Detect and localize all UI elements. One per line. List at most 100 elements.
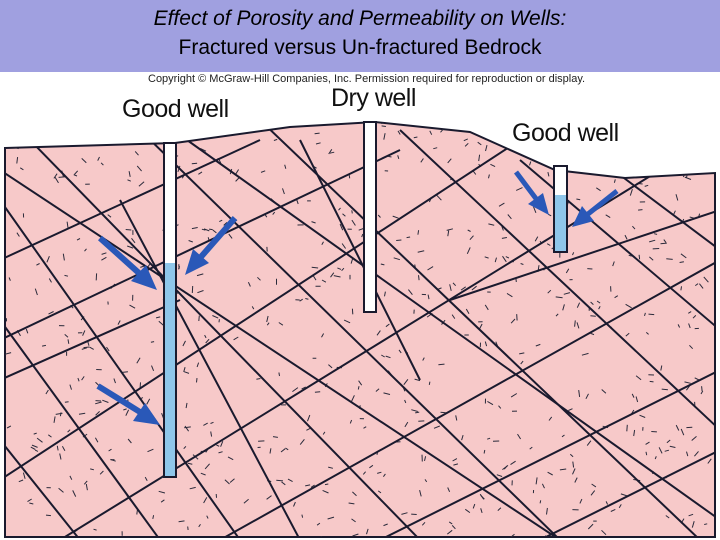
rock-speckle (645, 332, 649, 335)
rock-speckle (419, 489, 422, 497)
rock-speckle (660, 242, 667, 245)
rock-speckle (101, 256, 107, 261)
rock-speckle (422, 357, 425, 361)
rock-speckle (178, 520, 185, 523)
rock-speckle (56, 445, 59, 451)
rock-speckle (243, 498, 249, 504)
rock-speckle (223, 222, 228, 226)
rock-speckle (235, 177, 240, 182)
rock-speckle (83, 480, 88, 485)
rock-speckle (381, 354, 385, 358)
slide-title: Effect of Porosity and Permeability on W… (153, 7, 567, 30)
rock-speckle (393, 257, 401, 261)
rock-speckle (433, 425, 440, 429)
rock-speckle (47, 124, 51, 128)
rock-speckle (73, 174, 78, 177)
rock-speckle (220, 441, 224, 447)
rock-speckle (614, 295, 619, 299)
rock-speckle (341, 267, 345, 272)
rock-speckle (529, 161, 532, 166)
rock-speckle (666, 439, 671, 444)
rock-speckle (339, 223, 344, 231)
copyright-notice: Copyright © McGraw-Hill Companies, Inc. … (148, 73, 586, 85)
rock-speckle (605, 214, 611, 219)
rock-speckle (645, 451, 648, 456)
rock-speckle (469, 235, 474, 241)
rock-speckle (53, 173, 58, 179)
rock-speckle (507, 214, 512, 220)
rock-speckle (642, 154, 645, 161)
rock-speckle (117, 320, 121, 325)
rock-speckle (385, 355, 391, 359)
rock-speckle (398, 349, 402, 354)
rock-speckle (19, 167, 24, 171)
rock-speckle (429, 130, 433, 135)
rock-speckle (204, 334, 207, 339)
rock-speckle (158, 320, 164, 326)
rock-speckle (328, 149, 333, 155)
rock-speckle (46, 256, 50, 263)
rock-speckle (506, 292, 513, 298)
rock-speckle (692, 315, 697, 319)
rock-speckle (324, 483, 329, 486)
rock-speckle (591, 483, 597, 488)
rock-speckle (383, 133, 386, 140)
rock-speckle (680, 150, 687, 154)
rock-speckle (25, 328, 29, 334)
rock-speckle (421, 521, 426, 526)
fracture-line (139, 129, 561, 537)
rock-speckle (534, 236, 539, 242)
rock-speckle (501, 237, 507, 239)
rock-speckle (293, 501, 296, 507)
rock-speckle (576, 302, 581, 308)
rock-speckle (147, 448, 154, 453)
rock-speckle (466, 247, 471, 255)
rock-speckle (572, 468, 576, 475)
rock-speckle (299, 298, 303, 302)
rock-speckle (380, 263, 385, 266)
rock-speckle (562, 304, 565, 311)
rock-speckle (183, 367, 186, 373)
rock-speckle (315, 142, 321, 145)
rock-speckle (6, 425, 12, 429)
rock-speckle (665, 515, 670, 519)
rock-speckle (688, 311, 692, 314)
rock-speckle (210, 431, 213, 437)
rock-speckle (61, 446, 66, 451)
rock-speckle (108, 448, 112, 452)
rock-speckle (140, 265, 145, 268)
fracture-line (5, 169, 561, 537)
rock-speckle (478, 154, 481, 162)
rock-speckle (601, 529, 607, 536)
rock-speckle (113, 378, 116, 384)
well-good-right (553, 165, 568, 253)
rock-speckle (649, 256, 654, 261)
rock-speckle (333, 275, 341, 278)
rock-speckle (363, 426, 367, 429)
rock-speckle (106, 346, 110, 352)
rock-speckle (322, 431, 326, 435)
rock-speckle (626, 424, 628, 432)
rock-speckle (305, 298, 309, 300)
rock-speckle (597, 167, 602, 170)
rock-speckle (128, 129, 135, 131)
rock-speckle (377, 471, 382, 474)
rock-speckle (301, 514, 304, 518)
rock-speckle (452, 282, 457, 287)
rock-speckle (187, 462, 193, 465)
rock-speckle (480, 508, 483, 514)
rock-speckle (684, 381, 691, 384)
rock-speckle (629, 189, 633, 196)
rock-speckle (227, 456, 234, 461)
rock-speckle (191, 227, 198, 230)
rock-speckle (688, 323, 691, 329)
fracture-line (29, 139, 421, 537)
rock-speckle (123, 408, 127, 411)
rock-speckle (150, 341, 155, 343)
slide-subtitle: Fractured versus Un-fractured Bedrock (178, 36, 542, 59)
rock-speckle (185, 402, 188, 409)
rock-speckle (101, 252, 107, 255)
rock-speckle (321, 333, 325, 338)
fracture-line (299, 139, 421, 381)
